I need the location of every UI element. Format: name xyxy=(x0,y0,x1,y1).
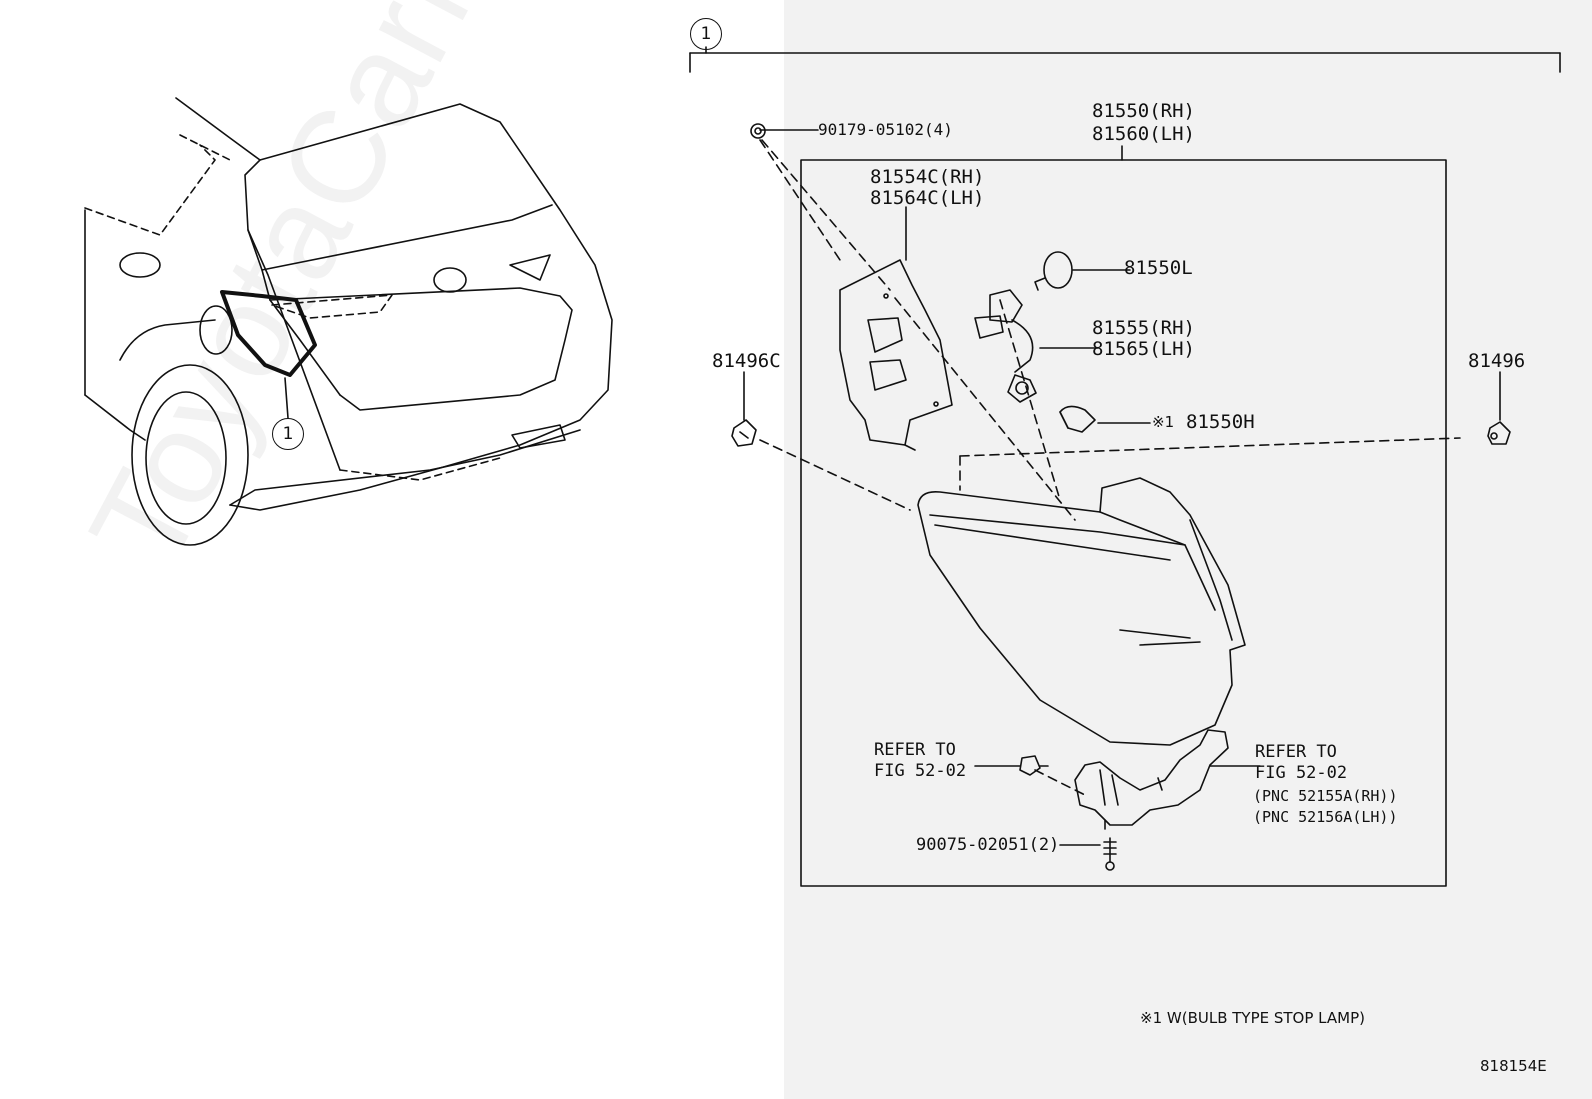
vehicle-rear-drawing xyxy=(84,97,613,546)
label-refer-right-2: FIG 52-02 xyxy=(1255,763,1348,783)
bulb-small-part xyxy=(1034,251,1073,291)
label-refer-left-2: FIG 52-02 xyxy=(874,761,967,781)
stop-bulb-part xyxy=(1059,405,1096,433)
label-pnc-lh: (PNC 52156A(LH)) xyxy=(1253,808,1398,826)
bolt-part xyxy=(1103,837,1117,871)
label-stop-bulb-mark: ※1 xyxy=(1152,413,1175,431)
leader-lines xyxy=(743,129,1501,846)
lamp-assembly-box xyxy=(800,159,1447,887)
label-bulb-small: 81550L xyxy=(1124,257,1193,279)
screw-part xyxy=(750,123,766,139)
label-refer-right-1: REFER TO xyxy=(1255,742,1337,762)
label-lamp-assy-lh: 81560(LH) xyxy=(1092,123,1195,145)
label-screw: 90179-05102(4) xyxy=(818,120,953,139)
label-lamp-assy-rh: 81550(RH) xyxy=(1092,100,1195,122)
callout-vehicle: 1 xyxy=(272,418,304,450)
clip-left-part xyxy=(731,419,757,447)
label-bolt: 90075-02051(2) xyxy=(916,835,1060,855)
callout-assembly: 1 xyxy=(690,18,722,50)
label-bracket-lh: 81564C(LH) xyxy=(870,187,985,209)
lamp-lens-part xyxy=(917,477,1246,746)
clip-right-part xyxy=(1487,421,1511,445)
label-refer-left-1: REFER TO xyxy=(874,740,956,760)
label-socket-lh: 81565(LH) xyxy=(1092,338,1195,360)
socket-wiring-part xyxy=(974,289,1037,403)
installation-dashed-lines xyxy=(759,139,1461,836)
lamp-bracket-part xyxy=(839,259,953,451)
label-stop-bulb: 81550H xyxy=(1186,411,1255,433)
footnote: ※1 W(BULB TYPE STOP LAMP) xyxy=(1140,1009,1365,1027)
label-clip-right: 81496 xyxy=(1468,350,1526,372)
label-pnc-rh: (PNC 52155A(RH)) xyxy=(1253,787,1398,805)
assembly-bracket xyxy=(689,46,1561,73)
fastener-clip-part xyxy=(1019,755,1049,776)
label-bracket-rh: 81554C(RH) xyxy=(870,166,985,188)
parts-panel-background xyxy=(784,0,1592,1099)
label-clip-left: 81496C xyxy=(712,350,781,372)
diagram-id: 818154E xyxy=(1480,1057,1547,1075)
label-socket-rh: 81555(RH) xyxy=(1092,317,1195,339)
lower-bracket-part xyxy=(1074,729,1229,826)
